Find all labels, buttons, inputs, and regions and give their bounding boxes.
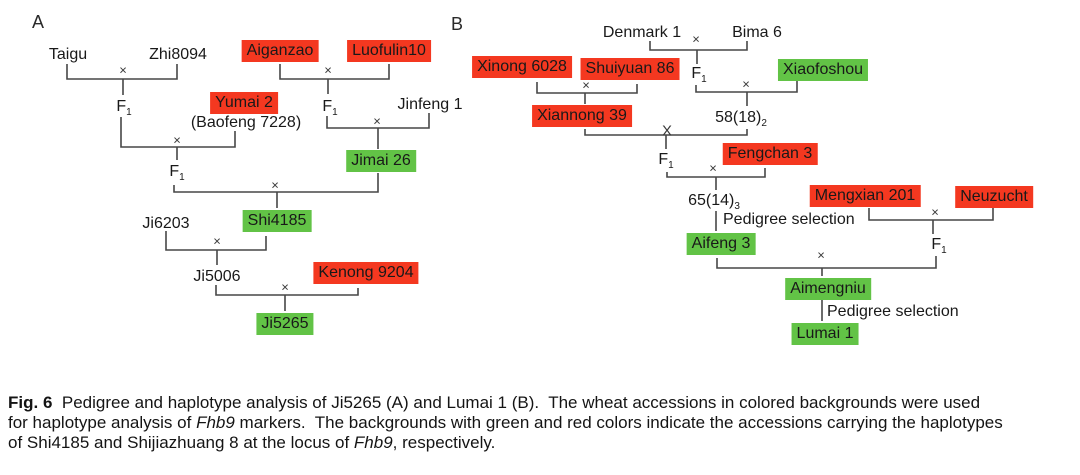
node-luofulin10: Luofulin10 — [347, 40, 431, 63]
node-denmark1: Denmark 1 — [602, 24, 682, 41]
node-ji5265: Ji5265 — [256, 313, 314, 336]
node-xinong6028: Xinong 6028 — [472, 56, 572, 79]
node-aimengniu: Aimengniu — [785, 278, 871, 301]
node-aifeng3: Aifeng 3 — [686, 233, 756, 256]
cross-symbol: × — [281, 279, 289, 295]
node-taigu: Taigu — [48, 46, 88, 63]
cross-symbol: × — [817, 247, 825, 263]
f1-label: F1 — [658, 151, 674, 172]
caption-line-1: Fig. 6 Pedigree and haplotype analysis o… — [8, 393, 981, 412]
node-ji6203: Ji6203 — [142, 215, 190, 232]
cross-symbol: × — [119, 62, 127, 78]
figure-caption: Fig. 6 Pedigree and haplotype analysis o… — [8, 393, 1074, 453]
cross-symbol: × — [742, 76, 750, 92]
cross-symbol: × — [692, 31, 700, 47]
cross-symbol: × — [173, 132, 181, 148]
node-bima6: Bima 6 — [732, 24, 782, 41]
caption-line-2: for haplotype analysis of Fhb9 markers. … — [8, 413, 1003, 432]
cross-symbol: × — [271, 177, 279, 193]
cross-symbol: × — [324, 62, 332, 78]
node-shuiyuan86: Shuiyuan 86 — [580, 58, 680, 81]
panel-a-connectors — [66, 64, 430, 311]
f1-label: F1 — [169, 163, 185, 184]
f1-label: F1 — [931, 236, 947, 257]
node-baofeng-7228: (Baofeng 7228) — [190, 114, 302, 131]
node-yumai2: Yumai 2 — [210, 92, 278, 115]
node-ji5006: Ji5006 — [193, 268, 241, 285]
node-zhi8094: Zhi8094 — [149, 46, 207, 63]
node-kenong9204: Kenong 9204 — [313, 262, 419, 285]
node-jimai26: Jimai 26 — [346, 150, 416, 173]
node-65-14-3: 65(14)3 — [688, 192, 740, 213]
node-neuzucht: Neuzucht — [955, 186, 1033, 209]
f1-label: F1 — [322, 98, 338, 119]
node-aiganzao: Aiganzao — [241, 40, 319, 63]
node-xiaofoshou: Xiaofoshou — [777, 59, 869, 82]
panel-b-connectors — [536, 41, 994, 321]
gene-name-fhb9: Fhb9 — [353, 433, 393, 452]
caption-line-3: of Shi4185 and Shijiazhuang 8 at the loc… — [8, 433, 496, 452]
node-fengchan3: Fengchan 3 — [722, 143, 818, 166]
panel-b-label: B — [451, 14, 464, 34]
panel-a-label: A — [32, 12, 45, 32]
node-jinfeng1: Jinfeng 1 — [397, 96, 463, 113]
f1-label: F1 — [691, 65, 707, 86]
node-xiannong39: Xiannong 39 — [532, 105, 632, 128]
cross-symbol: × — [931, 204, 939, 220]
pedigree-selection-annotation: Pedigree selection — [723, 211, 855, 228]
f1-label: F1 — [116, 98, 132, 119]
node-58-18-2: 58(18)2 — [715, 109, 767, 130]
pedigree-connector-lines — [66, 41, 994, 321]
cross-symbol: × — [709, 160, 717, 176]
cross-symbol: × — [373, 113, 381, 129]
cross-symbol: × — [582, 77, 590, 93]
cross-symbol-large: X — [661, 122, 673, 140]
figure-number: Fig. 6 — [8, 393, 53, 412]
gene-name-fhb9: Fhb9 — [196, 413, 235, 432]
pedigree-selection-annotation: Pedigree selection — [827, 303, 959, 320]
node-lumai1: Lumai 1 — [791, 323, 859, 346]
node-shi4185: Shi4185 — [242, 210, 312, 233]
node-mengxian201: Mengxian 201 — [809, 185, 921, 208]
cross-symbol: × — [213, 233, 221, 249]
